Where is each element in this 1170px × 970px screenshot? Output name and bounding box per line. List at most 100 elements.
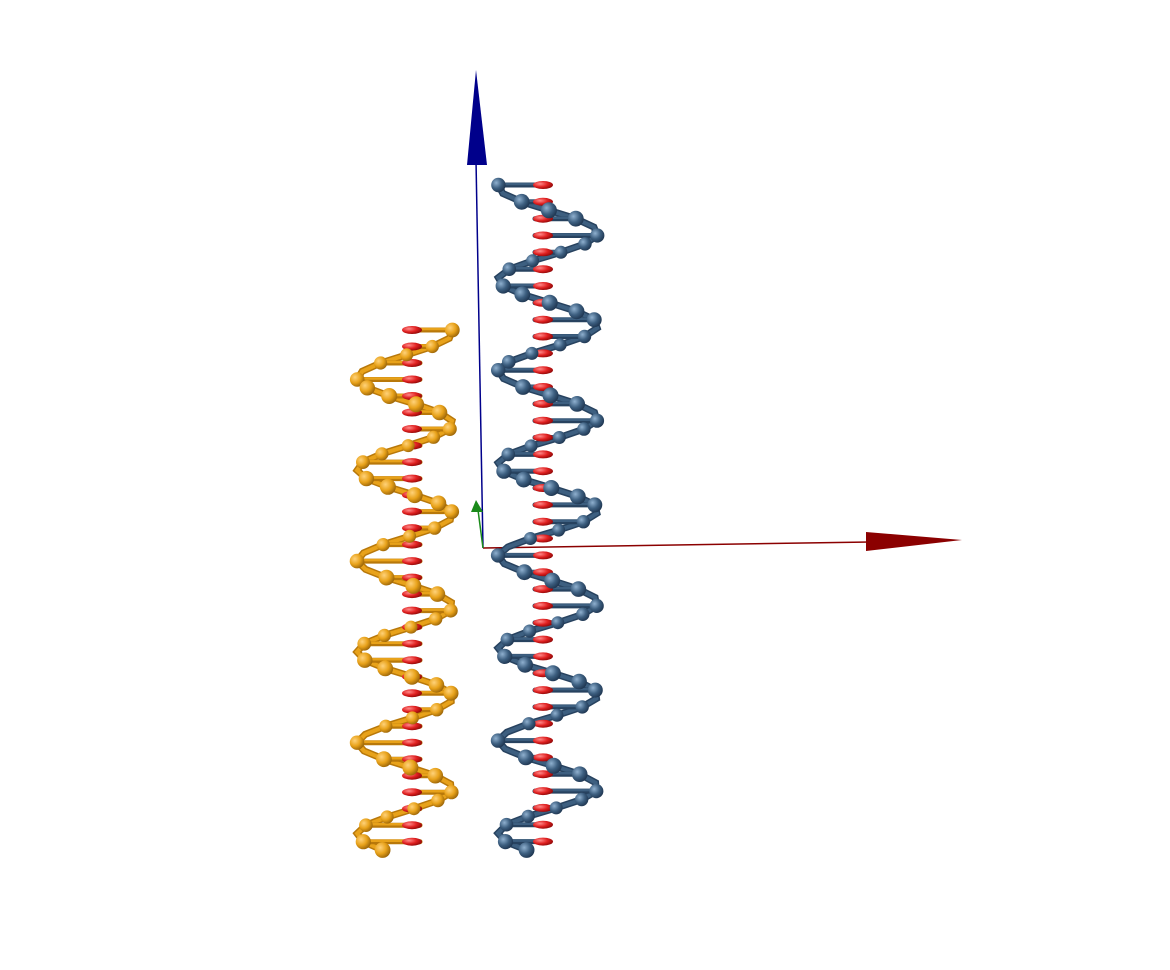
- backbone-atom[interactable]: [552, 431, 566, 444]
- backbone-atom[interactable]: [518, 842, 535, 858]
- backbone-atom[interactable]: [570, 581, 587, 597]
- backbone-atom[interactable]: [444, 504, 460, 519]
- backbone-atom[interactable]: [408, 396, 425, 413]
- backbone-atom[interactable]: [402, 759, 419, 776]
- backbone-atom[interactable]: [442, 422, 457, 436]
- backbone-atom[interactable]: [524, 439, 538, 453]
- backbone-atom[interactable]: [554, 245, 568, 259]
- backbone-atom[interactable]: [549, 801, 563, 815]
- backbone-atom[interactable]: [551, 616, 565, 630]
- backbone-atom[interactable]: [552, 523, 566, 537]
- backbone-atom[interactable]: [500, 632, 515, 647]
- backbone-atom[interactable]: [496, 463, 512, 479]
- backbone-atom[interactable]: [374, 842, 391, 858]
- backbone-atom[interactable]: [349, 735, 365, 750]
- backbone-atom[interactable]: [444, 322, 460, 338]
- backbone-atom[interactable]: [430, 703, 444, 717]
- backbone-atom[interactable]: [571, 673, 587, 690]
- backbone-atom[interactable]: [403, 668, 420, 685]
- backbone-atom[interactable]: [491, 177, 506, 193]
- backbone-atom[interactable]: [569, 488, 586, 505]
- backbone-atom[interactable]: [490, 733, 506, 748]
- backbone-atom[interactable]: [429, 612, 443, 626]
- backbone-atom[interactable]: [405, 711, 419, 725]
- backbone-atom[interactable]: [401, 439, 415, 453]
- backbone-atom[interactable]: [428, 677, 445, 693]
- backbone-atom[interactable]: [427, 767, 444, 784]
- backbone-atom[interactable]: [523, 532, 537, 545]
- backbone-atom[interactable]: [521, 809, 535, 823]
- backbone-atom[interactable]: [430, 495, 447, 512]
- backbone-atom[interactable]: [349, 553, 365, 569]
- backbone-atom[interactable]: [545, 757, 562, 774]
- backbone-atom[interactable]: [571, 766, 588, 782]
- backbone-atom[interactable]: [356, 455, 370, 469]
- backbone-atom[interactable]: [590, 228, 605, 243]
- backbone-atom[interactable]: [526, 254, 540, 268]
- backbone-atom[interactable]: [380, 810, 394, 824]
- backbone-atom[interactable]: [355, 834, 371, 850]
- backbone-atom[interactable]: [431, 793, 445, 808]
- backbone-atom[interactable]: [517, 749, 534, 766]
- backbone-atom[interactable]: [540, 202, 557, 219]
- backbone-atom[interactable]: [517, 656, 533, 673]
- backbone-atom[interactable]: [379, 719, 393, 733]
- backbone-atom[interactable]: [543, 480, 560, 496]
- backbone-atom[interactable]: [400, 348, 414, 362]
- backbone-atom[interactable]: [514, 286, 531, 303]
- backbone-atom[interactable]: [359, 380, 375, 396]
- backbone-atom[interactable]: [515, 379, 531, 395]
- backbone-atom[interactable]: [358, 470, 375, 487]
- backbone-atom[interactable]: [499, 817, 514, 832]
- backbone-atom[interactable]: [376, 751, 392, 768]
- backbone-atom[interactable]: [406, 487, 423, 504]
- backbone-atom[interactable]: [497, 834, 514, 850]
- backbone-atom[interactable]: [575, 700, 589, 714]
- backbone-atom[interactable]: [589, 784, 604, 799]
- backbone-atom[interactable]: [381, 388, 398, 404]
- backbone-atom[interactable]: [357, 636, 372, 651]
- backbone-atom[interactable]: [515, 471, 532, 488]
- helix-strand-blue[interactable]: [490, 177, 605, 858]
- backbone-atom[interactable]: [541, 294, 558, 311]
- backbone-atom[interactable]: [502, 262, 517, 277]
- backbone-atom[interactable]: [376, 538, 390, 552]
- backbone-atom[interactable]: [513, 193, 530, 210]
- backbone-atom[interactable]: [544, 572, 561, 589]
- backbone-atom[interactable]: [375, 447, 389, 461]
- backbone-atom[interactable]: [544, 665, 561, 682]
- backbone-atom[interactable]: [502, 355, 516, 369]
- backbone-atom[interactable]: [577, 329, 592, 344]
- backbone-atom[interactable]: [377, 660, 394, 677]
- backbone-atom[interactable]: [495, 278, 511, 294]
- backbone-atom[interactable]: [589, 413, 605, 428]
- backbone-atom[interactable]: [578, 237, 592, 251]
- backbone-atom[interactable]: [586, 312, 602, 328]
- backbone-atom[interactable]: [357, 652, 373, 668]
- backbone-atom[interactable]: [550, 708, 564, 722]
- backbone-atom[interactable]: [523, 624, 537, 638]
- backbone-atom[interactable]: [553, 338, 567, 352]
- backbone-atom[interactable]: [429, 586, 446, 602]
- backbone-atom[interactable]: [427, 521, 442, 535]
- backbone-atom[interactable]: [431, 404, 448, 421]
- helix-strand-orange[interactable]: [349, 322, 460, 858]
- backbone-atom[interactable]: [576, 607, 590, 621]
- backbone-atom[interactable]: [577, 422, 591, 436]
- backbone-atom[interactable]: [568, 303, 585, 320]
- backbone-atom[interactable]: [525, 346, 539, 360]
- backbone-atom[interactable]: [589, 598, 604, 614]
- backbone-atom[interactable]: [497, 648, 513, 665]
- backbone-atom[interactable]: [576, 515, 591, 529]
- backbone-atom[interactable]: [587, 682, 603, 698]
- backbone-atom[interactable]: [377, 628, 391, 643]
- backbone-atom[interactable]: [444, 785, 459, 800]
- backbone-atom[interactable]: [522, 717, 536, 731]
- backbone-atom[interactable]: [443, 603, 458, 618]
- backbone-atom[interactable]: [425, 339, 439, 354]
- backbone-atom[interactable]: [443, 685, 459, 701]
- backbone-atom[interactable]: [542, 387, 559, 404]
- backbone-atom[interactable]: [349, 372, 365, 387]
